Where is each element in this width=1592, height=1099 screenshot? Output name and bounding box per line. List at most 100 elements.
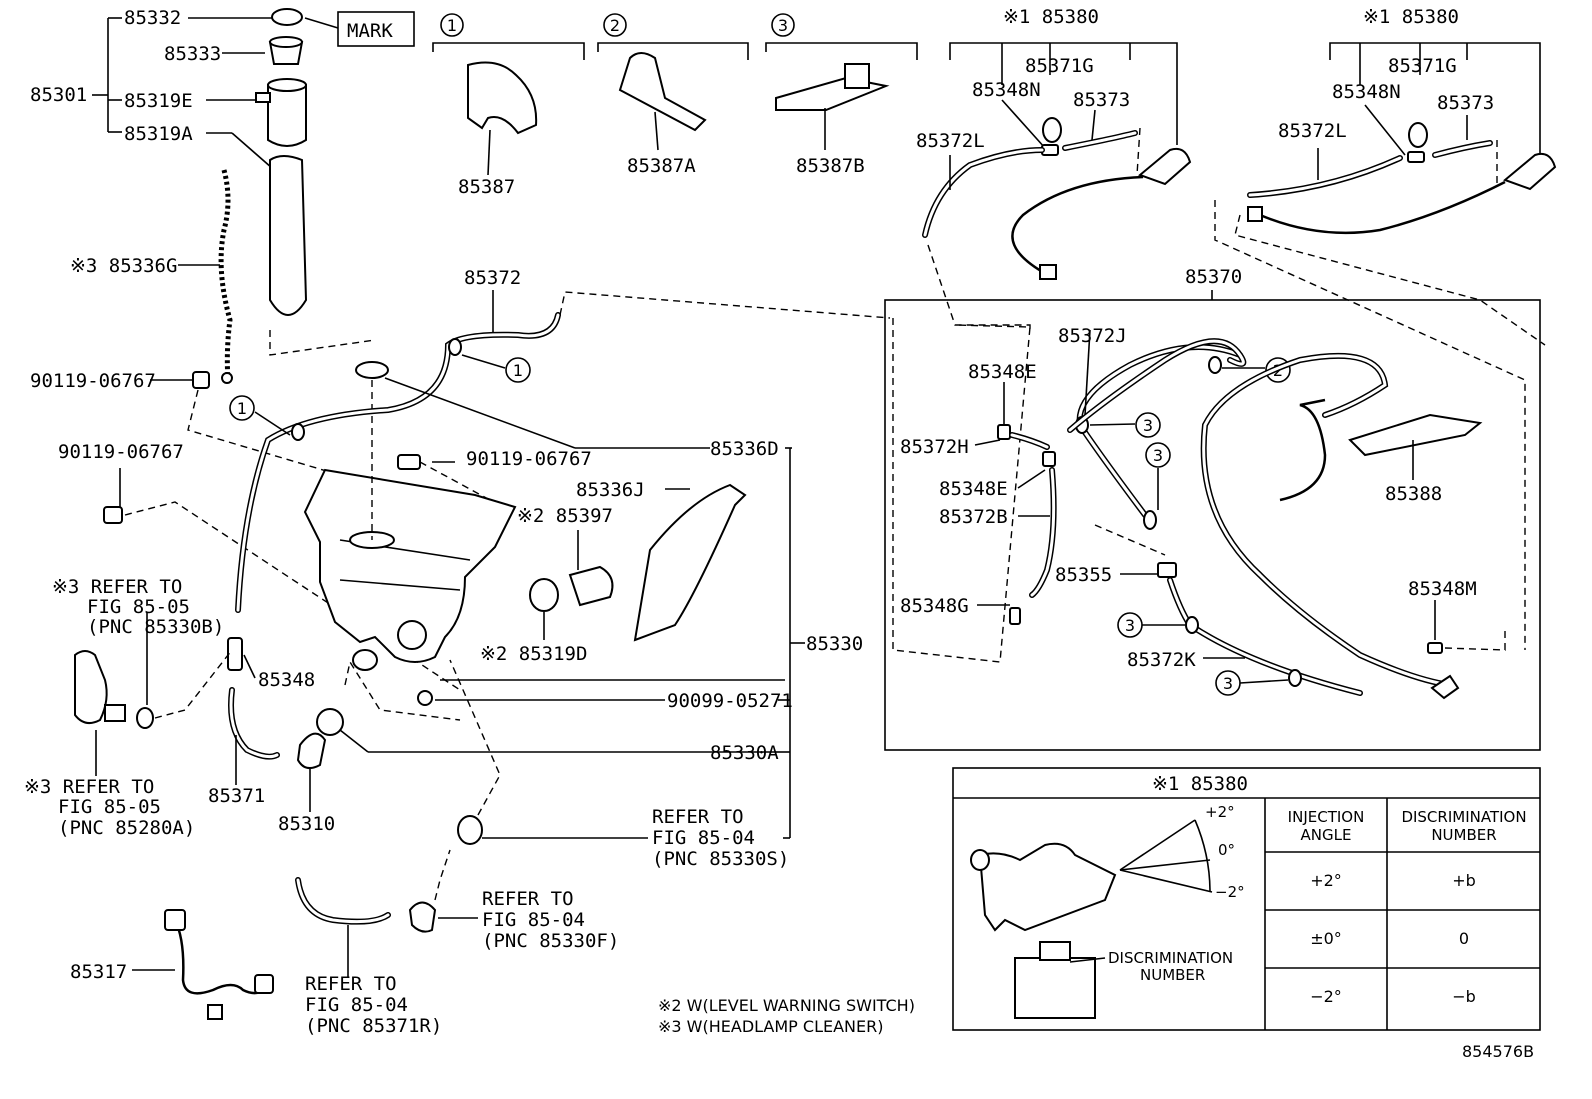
- label-85380-a: ※1 85380: [1003, 6, 1099, 28]
- label-85319D: ※2 85319D: [480, 643, 587, 665]
- svg-text:3: 3: [1125, 616, 1135, 635]
- bolt-90119-top: [150, 371, 341, 476]
- angle-table: [952, 767, 1541, 1031]
- label-ref2-a: ※3 REFER TO: [24, 776, 154, 798]
- label-85336J: 85336J: [576, 479, 645, 501]
- label-85336D: 85336D: [710, 438, 779, 460]
- label-85310: 85310: [278, 813, 335, 835]
- level-gauge-85336G: [218, 169, 233, 381]
- label-85387: 85387: [458, 176, 515, 198]
- label-85372L-a: 85372L: [916, 130, 985, 152]
- label-85348G: 85348G: [900, 595, 969, 617]
- svg-text:3: 3: [1143, 416, 1153, 435]
- label-ref2-c: (PNC 85280A): [58, 817, 195, 839]
- label-85372J: 85372J: [1058, 325, 1127, 347]
- nozzle-group-left: [922, 42, 1192, 330]
- angle-table-text: ※1 85380 INJECTION ANGLE DISCRIMINATION …: [1108, 773, 1527, 1006]
- label-90119-c: 90119-06767: [466, 448, 592, 470]
- label-85319A: 85319A: [124, 123, 193, 145]
- label-85317: 85317: [70, 961, 127, 983]
- label-85372H: 85372H: [900, 436, 969, 458]
- label-mark: MARK: [347, 20, 393, 42]
- label-85355: 85355: [1055, 564, 1112, 586]
- label-85330: 85330: [806, 633, 863, 655]
- cover-85336J: [633, 483, 747, 642]
- label-85372K: 85372K: [1127, 649, 1196, 671]
- note-3: ※3 W(HEADLAMP CLEANER): [658, 1017, 883, 1036]
- box-85370: 2 3 3 3 3: [884, 290, 1541, 751]
- label-85373-b: 85373: [1437, 92, 1494, 114]
- table-row3-number: −b: [1452, 987, 1476, 1006]
- nozzle-group-right: [1214, 42, 1557, 650]
- label-85348: 85348: [258, 669, 315, 691]
- table-col2-a: DISCRIMINATION: [1401, 808, 1526, 826]
- table-row2-angle: ±0°: [1310, 929, 1342, 948]
- label-85372B: 85372B: [939, 506, 1008, 528]
- circle-1: 1: [447, 16, 457, 35]
- label-85371G-a: 85371G: [1025, 55, 1094, 77]
- label-85373-a: 85373: [1073, 89, 1130, 111]
- label-ref1-a: ※3 REFER TO: [52, 576, 182, 598]
- label-90119-b: 90119-06767: [58, 441, 184, 463]
- disc-label-b: NUMBER: [1140, 966, 1205, 984]
- label-85348E-b: 85348E: [939, 478, 1008, 500]
- joint-85348: [227, 637, 280, 785]
- svg-text:3: 3: [1223, 674, 1233, 693]
- label-ref5-b: FIG 85-04: [652, 827, 755, 849]
- label-ref4-c: (PNC 85330F): [482, 930, 619, 952]
- bracket-85330: [384, 377, 805, 839]
- label-90119-a: 90119-06767: [30, 370, 156, 392]
- table-row3-angle: −2°: [1310, 987, 1342, 1006]
- label-ref1-c: (PNC 85330B): [87, 616, 224, 638]
- hose-85371R: [295, 877, 391, 978]
- label-ref4-b: FIG 85-04: [482, 909, 585, 931]
- cap-85332: [271, 8, 303, 26]
- circle-2: 2: [610, 16, 620, 35]
- clip-85387A: [618, 52, 707, 151]
- label-85333: 85333: [164, 43, 221, 65]
- table-col2-b: NUMBER: [1431, 826, 1496, 844]
- pump-85310: [296, 660, 775, 812]
- grommet-85330S: [449, 659, 648, 845]
- table-row1-number: +b: [1452, 871, 1476, 890]
- label-85348N-a: 85348N: [972, 79, 1041, 101]
- label-85336G: ※3 85336G: [70, 255, 177, 277]
- harness-85317: [132, 909, 275, 1020]
- clip-85387B: [775, 63, 890, 150]
- label-90099: 90099-05271: [667, 690, 793, 712]
- label-85370: 85370: [1185, 266, 1242, 288]
- deg-plus: +2°: [1205, 803, 1235, 821]
- label-85330A: 85330A: [710, 742, 779, 764]
- washer-tank-85336D: [303, 361, 517, 671]
- filler-group: [92, 8, 415, 384]
- note-2: ※2 W(LEVEL WARNING SWITCH): [658, 996, 915, 1015]
- label-85301: 85301: [30, 84, 87, 106]
- label-85371: 85371: [208, 785, 265, 807]
- label-ref4-a: REFER TO: [482, 888, 574, 910]
- hose-85319A: [269, 155, 308, 316]
- filler-neck-85319E: [267, 84, 307, 147]
- label-ref3-b: FIG 85-04: [305, 994, 408, 1016]
- circle-3: 3: [778, 16, 788, 35]
- label-ref2-b: FIG 85-05: [58, 796, 161, 818]
- label-85348M: 85348M: [1408, 578, 1477, 600]
- label-85372L-b: 85372L: [1278, 120, 1347, 142]
- svg-text:1: 1: [237, 399, 247, 418]
- table-col1-b: ANGLE: [1301, 826, 1352, 844]
- table-row2-number: 0: [1459, 929, 1469, 948]
- switch-85397: [529, 530, 614, 640]
- table-col1-a: INJECTION: [1288, 808, 1365, 826]
- label-85388: 85388: [1385, 483, 1442, 505]
- svg-text:3: 3: [1153, 446, 1163, 465]
- label-85387B: 85387B: [796, 155, 865, 177]
- label-85380-b: ※1 85380: [1363, 6, 1459, 28]
- table-title: ※1 85380: [1152, 773, 1248, 795]
- grommet: [355, 361, 389, 379]
- deg-minus: −2°: [1215, 883, 1245, 901]
- label-85372: 85372: [464, 267, 521, 289]
- labels: 85332 MARK 85333 85301 85319E 85319A ※3 …: [24, 6, 1534, 1061]
- label-85319E: 85319E: [124, 90, 193, 112]
- clamp-85387: [467, 61, 538, 176]
- label-ref3-c: (PNC 85371R): [305, 1015, 442, 1037]
